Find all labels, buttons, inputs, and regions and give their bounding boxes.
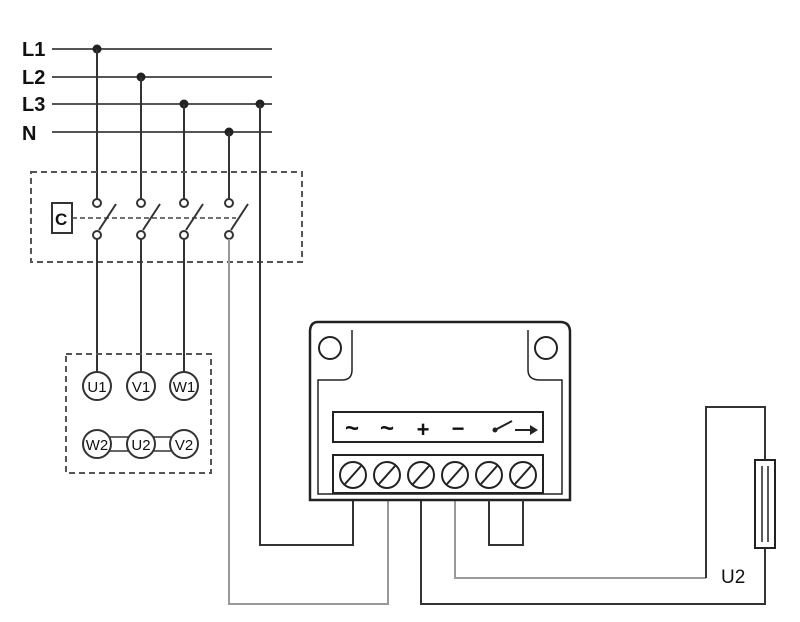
brake-rectifier-module: ~ ~ + − bbox=[308, 320, 572, 546]
contactor-feed-wires bbox=[96, 49, 230, 200]
terminal-u1 bbox=[82, 371, 112, 401]
contactor-box bbox=[30, 171, 303, 263]
module-wires bbox=[228, 104, 766, 605]
supply-bus: L1 L2 L3 N bbox=[22, 39, 272, 145]
symbol-plus: + bbox=[417, 417, 430, 442]
brake-coil-body bbox=[754, 459, 776, 549]
terminal-v1-label: V1 bbox=[132, 379, 150, 396]
terminal-w2-label: W2 bbox=[86, 437, 109, 454]
terminal-u2-label: U2 bbox=[131, 437, 150, 454]
terminal-block bbox=[332, 454, 544, 494]
motor-terminal-box: U1 V1 W1 W2 U2 V2 bbox=[65, 353, 212, 474]
symbol-ac-1: ~ bbox=[345, 415, 359, 442]
label-l1: L1 bbox=[22, 39, 45, 61]
symbol-ac-2: ~ bbox=[380, 415, 394, 442]
mounting-hole bbox=[318, 336, 342, 360]
label-l3: L3 bbox=[22, 94, 45, 116]
terminal-v2-label: V2 bbox=[175, 437, 193, 454]
motor-feed-wires bbox=[96, 239, 185, 372]
motor-terminal-outline bbox=[65, 353, 212, 474]
brake-coil: U2 bbox=[721, 459, 776, 588]
terminal-w1 bbox=[169, 371, 199, 401]
terminal-v1 bbox=[126, 371, 156, 401]
terminal-u2 bbox=[126, 429, 156, 459]
brake-label: U2 bbox=[721, 567, 745, 588]
switch-icon bbox=[492, 420, 538, 435]
screw-terminals bbox=[339, 461, 537, 489]
symbol-minus: − bbox=[452, 416, 465, 441]
contact-set bbox=[92, 198, 249, 240]
symbol-strip bbox=[332, 411, 544, 443]
label-l2: L2 bbox=[22, 67, 45, 89]
terminal-v2 bbox=[169, 429, 199, 459]
terminal-w1-label: W1 bbox=[173, 379, 196, 396]
contactor-label: C bbox=[55, 210, 67, 229]
label-n: N bbox=[22, 123, 36, 145]
contactor: C bbox=[30, 171, 303, 263]
terminal-w2 bbox=[82, 429, 112, 459]
jumper-wire bbox=[488, 500, 524, 546]
terminal-u1-label: U1 bbox=[87, 379, 106, 396]
mounting-hole bbox=[534, 336, 558, 360]
junction-dots bbox=[92, 44, 265, 137]
